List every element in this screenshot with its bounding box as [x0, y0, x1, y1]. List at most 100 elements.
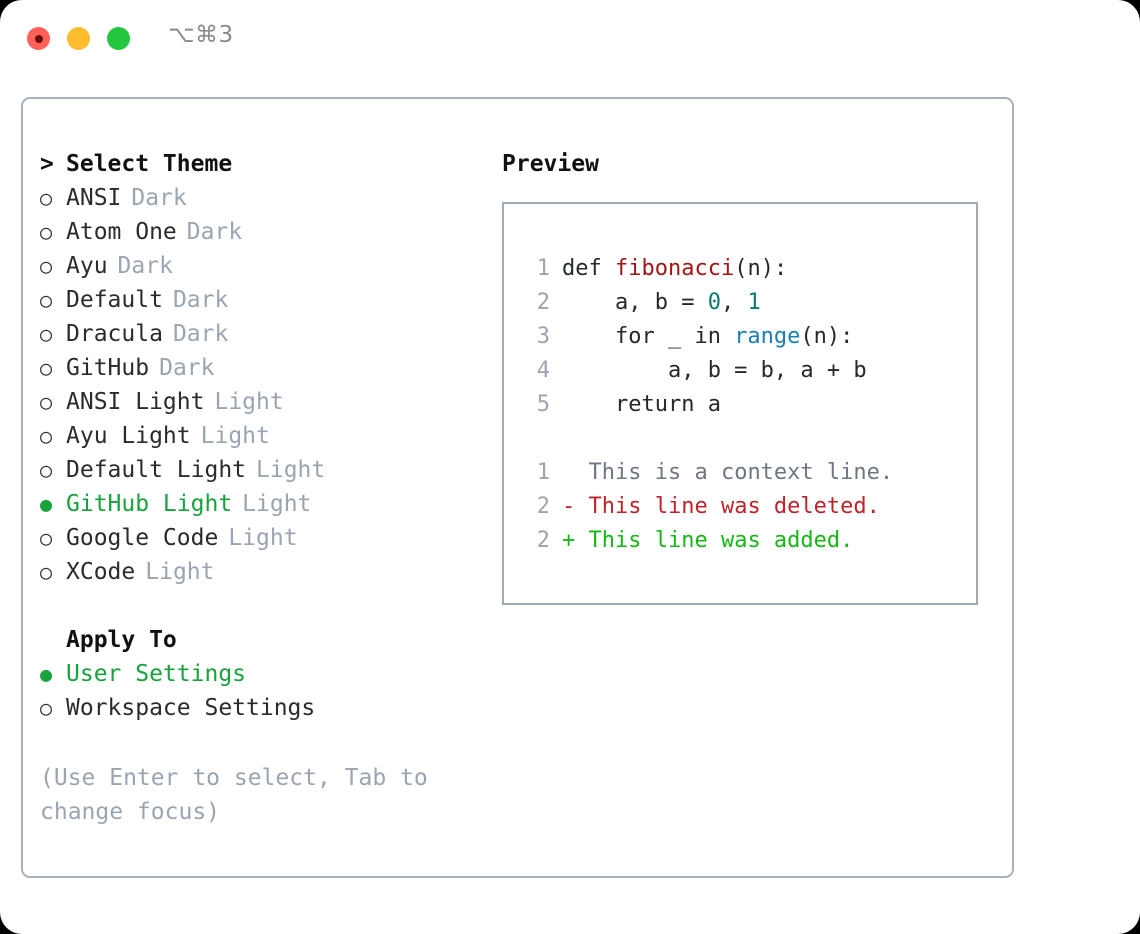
radio-unselected-icon: ○ [40, 220, 53, 244]
code-token-fn: fibonacci [614, 256, 735, 281]
radio-unselected-icon: ○ [40, 356, 53, 380]
theme-list-item[interactable]: ○ Default Dark [40, 283, 495, 317]
code-token-plain: (n): [800, 324, 854, 349]
code-line-number: 2 [536, 290, 550, 315]
code-token-kw: def [562, 256, 615, 281]
section-spacer [40, 589, 495, 623]
code-line: 2 a, b = 0, 1 [520, 286, 968, 320]
diff-line-text: This line was added. [588, 528, 854, 553]
theme-name: GitHub Light [66, 491, 233, 517]
theme-name: GitHub [66, 355, 150, 381]
radio-unselected-icon: ○ [40, 696, 53, 720]
code-line: 4 a, b = b, a + b [520, 354, 968, 388]
code-token-plain: , [720, 290, 748, 315]
radio-unselected-icon: ○ [40, 390, 53, 414]
theme-list-item[interactable]: ○ ANSI Light Light [40, 385, 495, 419]
diff-sign [562, 456, 589, 490]
diff-line-number: 1 [536, 460, 550, 485]
apply-to-header: Apply To [40, 623, 495, 657]
code-token-plain: a, b = b, a + b [562, 358, 867, 383]
theme-category-tag: Dark [131, 185, 187, 211]
code-line: 1 def fibonacci(n): [520, 252, 968, 286]
diff-line: 1 This is a context line. [520, 456, 968, 490]
theme-name: Dracula [66, 321, 163, 347]
theme-name: Google Code [66, 525, 219, 551]
theme-list-item[interactable]: ○ GitHub Dark [40, 351, 495, 385]
theme-list-item[interactable]: ● GitHub Light Light [40, 487, 495, 521]
code-line: 5 return a [520, 388, 968, 422]
theme-list-item[interactable]: ○ XCode Light [40, 555, 495, 589]
apply-to-item[interactable]: ○Workspace Settings [40, 691, 495, 725]
theme-category-tag: Light [145, 559, 215, 585]
radio-unselected-icon: ○ [40, 560, 53, 584]
traffic-light-group [27, 27, 130, 50]
radio-unselected-icon: ○ [40, 254, 53, 278]
theme-category-tag: Dark [186, 219, 243, 245]
code-token-plain: return a [562, 392, 721, 417]
minimize-button[interactable] [67, 27, 90, 50]
code-line-number: 3 [536, 324, 550, 349]
radio-unselected-icon: ○ [40, 526, 53, 550]
code-line-text: a, b = b, a + b [562, 354, 867, 388]
code-diff-spacer [520, 422, 968, 456]
theme-category-tag: Light [242, 491, 312, 517]
code-line-number: 5 [536, 392, 550, 417]
title-bar: ⌥⌘3 [0, 0, 1140, 78]
radio-unselected-icon: ○ [40, 458, 53, 482]
select-theme-header: > Select Theme [40, 147, 495, 181]
code-token-plain: (n): [734, 256, 788, 281]
maximize-button[interactable] [107, 27, 130, 50]
theme-name: Default Light [66, 457, 247, 483]
diff-line: 2 + This line was added. [520, 524, 968, 558]
theme-list-item[interactable]: ○ Google Code Light [40, 521, 495, 555]
theme-name: ANSI Light [66, 389, 205, 415]
apply-to-header-label: Apply To [66, 627, 177, 653]
theme-name: Default [66, 287, 163, 313]
diff-line-number: 2 [536, 528, 550, 553]
code-token-num: 1 [747, 290, 761, 315]
radio-selected-icon: ● [40, 662, 53, 686]
code-token-plain: a, b = [562, 290, 708, 315]
code-line-text: def fibonacci(n): [562, 252, 787, 286]
code-line-text: return a [562, 388, 721, 422]
diff-line: 2- This line was deleted. [520, 490, 968, 524]
theme-list-item[interactable]: ○ Default Light Light [40, 453, 495, 487]
preview-title: Preview [502, 151, 599, 177]
theme-name: Ayu Light [66, 423, 191, 449]
theme-category-tag: Dark [159, 355, 215, 381]
theme-category-tag: Light [214, 389, 284, 415]
theme-category-tag: Light [200, 423, 270, 449]
code-line-number: 1 [536, 256, 550, 281]
theme-name: Atom One [66, 219, 177, 245]
theme-name: XCode [66, 559, 136, 585]
code-line-number: 4 [536, 358, 550, 383]
code-token-call: range [734, 324, 801, 349]
apply-to-item[interactable]: ●User Settings [40, 657, 495, 691]
close-button[interactable] [27, 27, 50, 50]
radio-selected-icon: ● [40, 492, 53, 516]
code-line-text: for _ in range(n): [562, 320, 853, 354]
keyboard-shortcut-label: ⌥⌘3 [168, 22, 234, 48]
theme-category-tag: Dark [172, 287, 229, 313]
apply-to-list: ●User Settings○Workspace Settings [40, 657, 495, 725]
theme-category-tag: Light [228, 525, 298, 551]
radio-unselected-icon: ○ [40, 288, 53, 312]
code-line: 3 for _ in range(n): [520, 320, 968, 354]
theme-list-item[interactable]: ○ Atom One Dark [40, 215, 495, 249]
theme-category-tag: Light [256, 457, 326, 483]
theme-category-tag: Dark [172, 321, 229, 347]
diff-sign: + [562, 528, 589, 553]
theme-name: ANSI [66, 185, 122, 211]
keyboard-hint-text: (Use Enter to select, Tab to change focu… [40, 765, 428, 825]
